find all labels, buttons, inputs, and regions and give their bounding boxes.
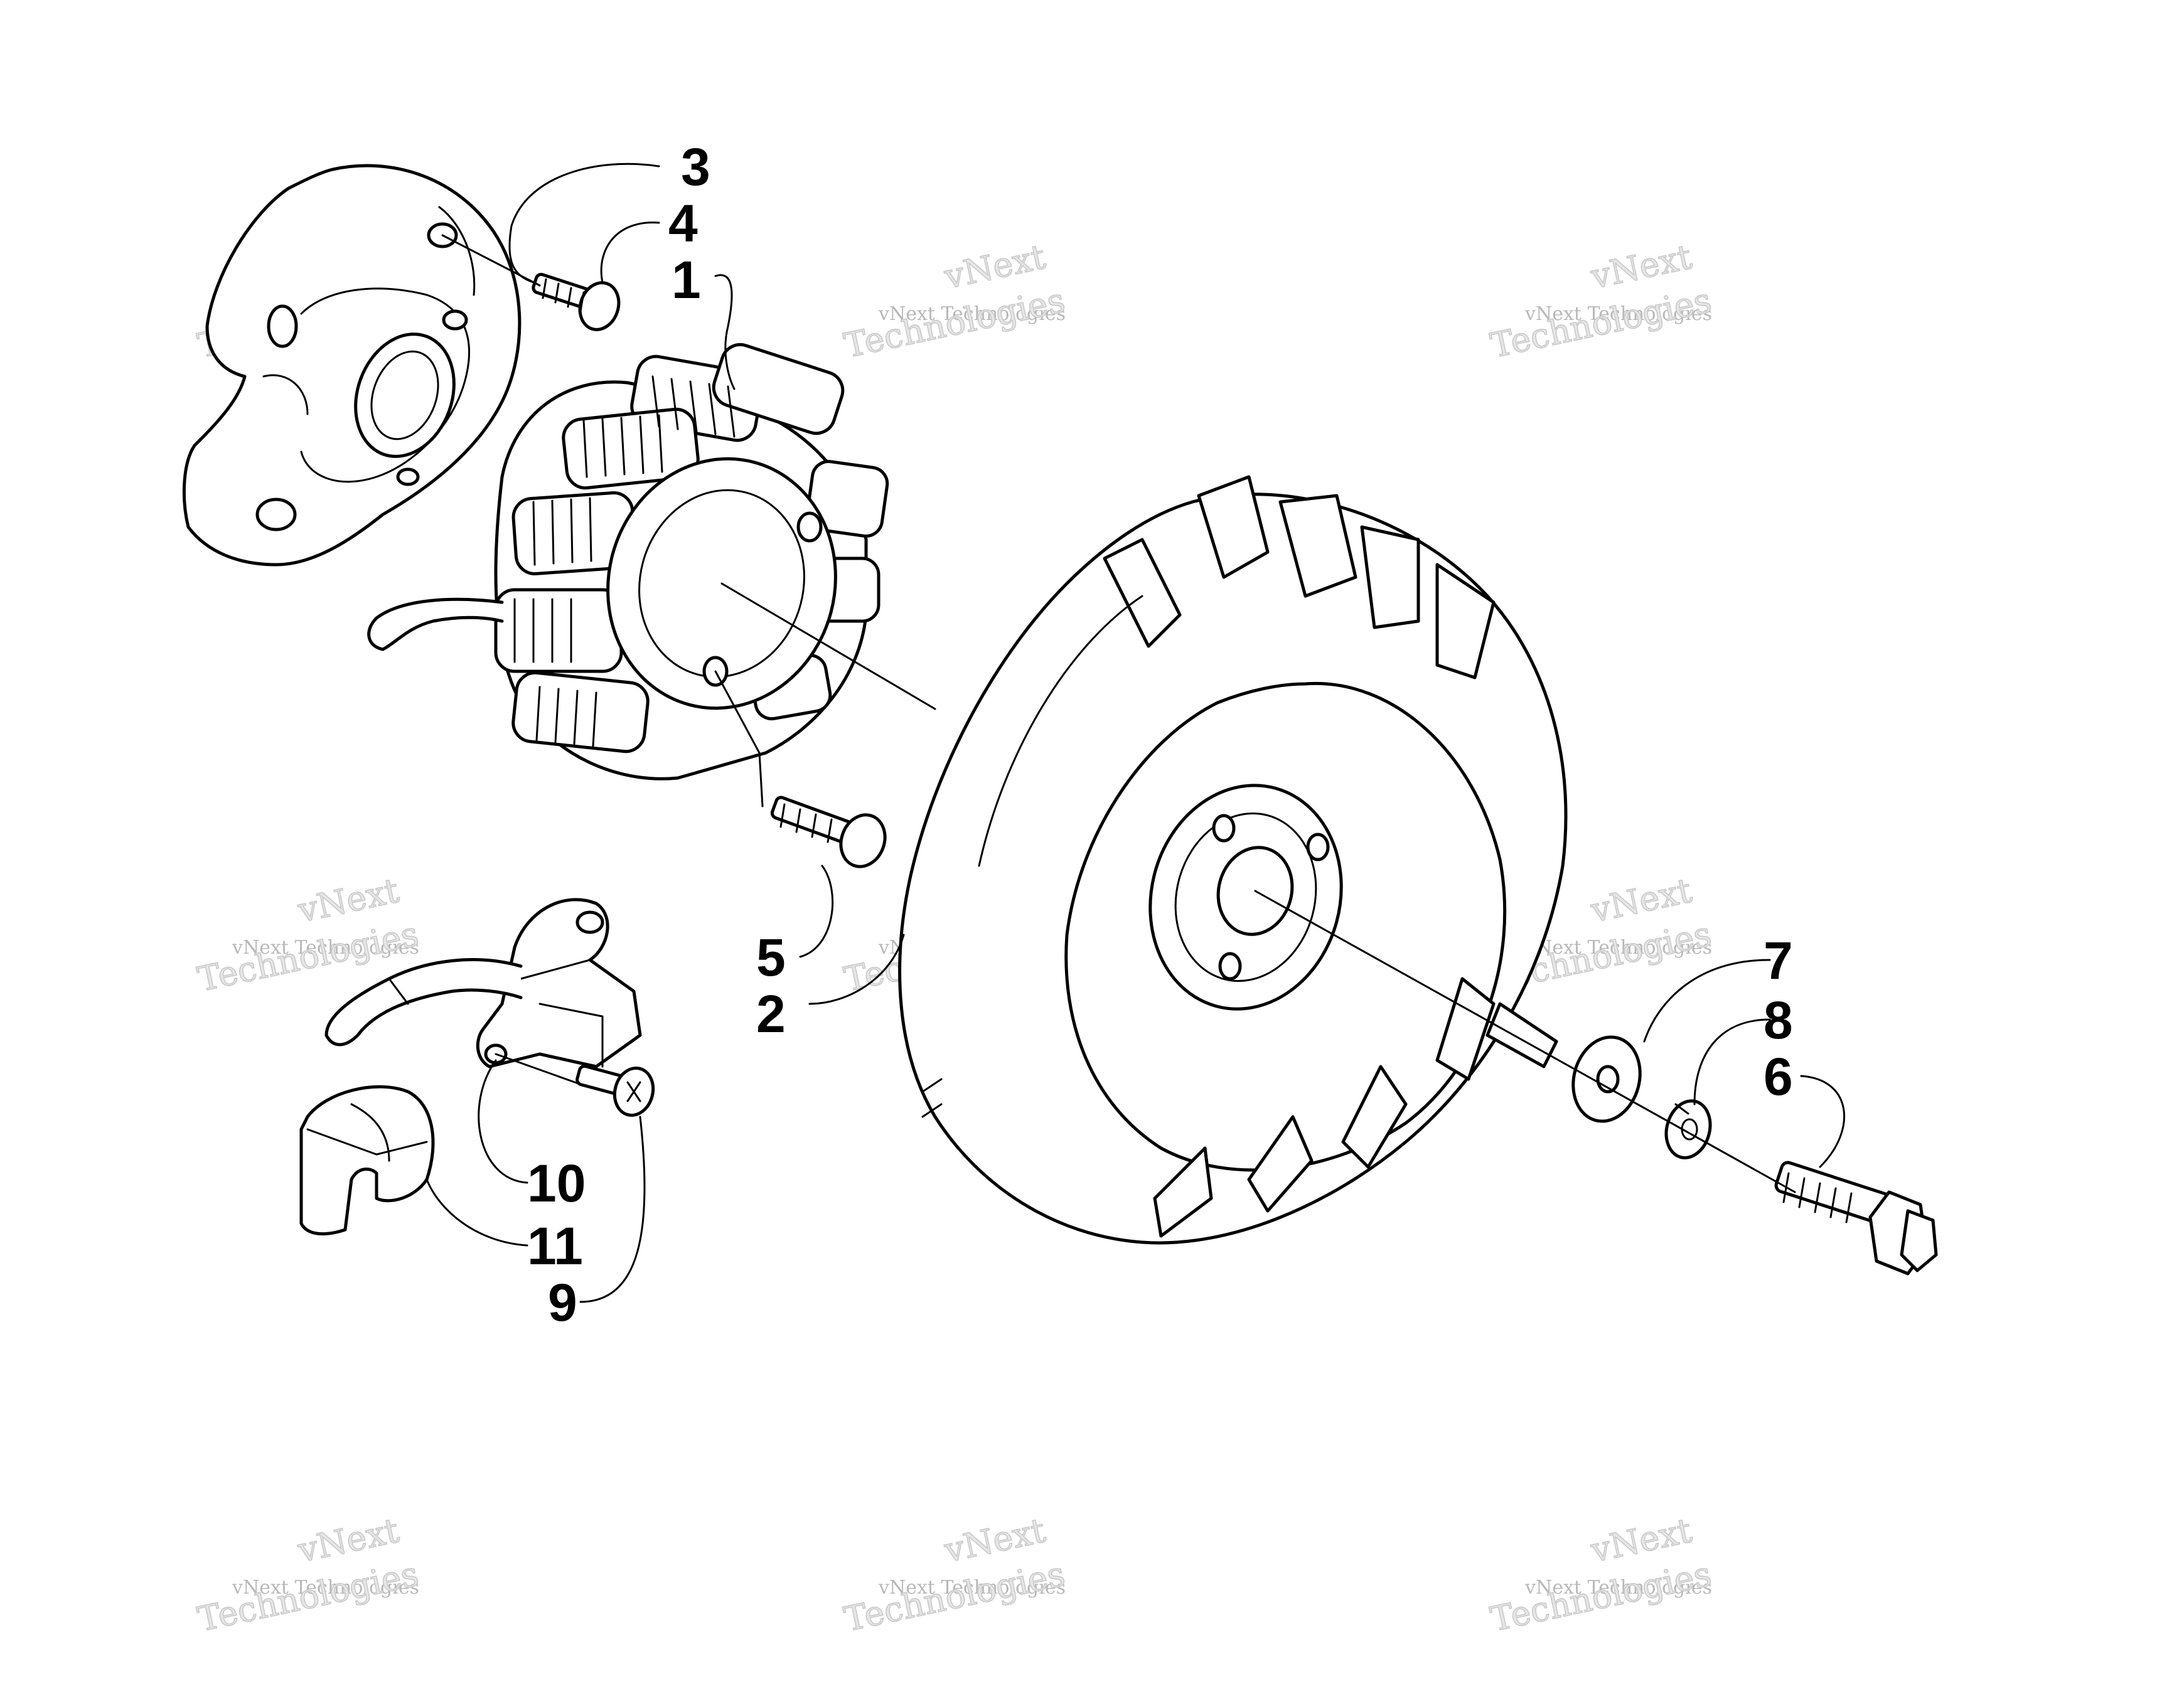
leader-5 <box>799 865 833 958</box>
leader-3-axis <box>441 234 541 287</box>
watermark: vNext vNext Technologies Technologies <box>840 237 1069 366</box>
leader-9 <box>579 1116 646 1303</box>
leader-3 <box>508 162 660 284</box>
watermark-line2: vNext Technologies <box>878 303 1066 325</box>
leader-11 <box>426 1178 528 1247</box>
callouts: 3 4 1 5 2 7 8 6 10 11 9 <box>527 137 1793 1332</box>
watermark-line2: vNext Technologies <box>232 937 419 959</box>
part-grommet-11 <box>299 1085 435 1236</box>
leader-10 <box>478 1059 528 1184</box>
callout-7: 7 <box>1764 931 1793 990</box>
part-bolt-6 <box>1774 1161 1938 1276</box>
watermark-line2: vNext Technologies <box>232 1577 419 1599</box>
callout-9: 9 <box>548 1273 577 1332</box>
watermark: vNext vNext Technologies Technologies <box>1487 237 1715 366</box>
leader-6 <box>1800 1075 1846 1168</box>
part-washer-7 <box>1571 1035 1642 1123</box>
watermark: vNext vNext Technologies Technologies <box>840 1510 1069 1640</box>
leader-1-axis <box>720 582 936 710</box>
callout-11: 11 <box>527 1217 583 1276</box>
part-screw-9 <box>575 1064 655 1117</box>
watermark-line2: vNext Technologies <box>1524 303 1712 325</box>
leader-1 <box>714 274 736 390</box>
leader-8 <box>1693 1018 1771 1105</box>
leader-lines <box>426 162 1846 1303</box>
callout-4: 4 <box>668 194 698 253</box>
leader-7 <box>1643 959 1771 1043</box>
callout-2: 2 <box>756 984 786 1043</box>
watermark: vNext vNext Technologies Technologies <box>1487 1510 1715 1640</box>
part-flywheel <box>898 475 1568 1245</box>
part-stator <box>367 343 889 780</box>
part-lockwasher-8 <box>1664 1099 1712 1159</box>
part-stator-plate <box>182 164 522 567</box>
watermark-line2: vNext Technologies <box>878 1577 1066 1599</box>
leader-2 <box>808 934 905 1005</box>
leader-10-axis <box>495 1053 585 1087</box>
callout-8: 8 <box>1764 991 1793 1050</box>
leader-4 <box>600 221 660 284</box>
watermark: vNext vNext Technologies Technologies <box>194 1510 422 1640</box>
watermark-line2: vNext Technologies <box>1524 1577 1712 1599</box>
callout-10: 10 <box>527 1154 586 1213</box>
callout-5: 5 <box>756 928 786 987</box>
callout-3: 3 <box>681 137 710 196</box>
part-screw-5 <box>770 796 887 868</box>
part-screw-4 <box>532 272 621 331</box>
leader-5-axis <box>714 670 764 807</box>
part-trigger-coil-10 <box>324 898 642 1068</box>
leader-axis-bolt <box>1254 890 1796 1193</box>
watermark-line2: vNext Technologies <box>1524 937 1712 959</box>
callout-1: 1 <box>672 250 701 309</box>
callout-6: 6 <box>1764 1047 1793 1106</box>
